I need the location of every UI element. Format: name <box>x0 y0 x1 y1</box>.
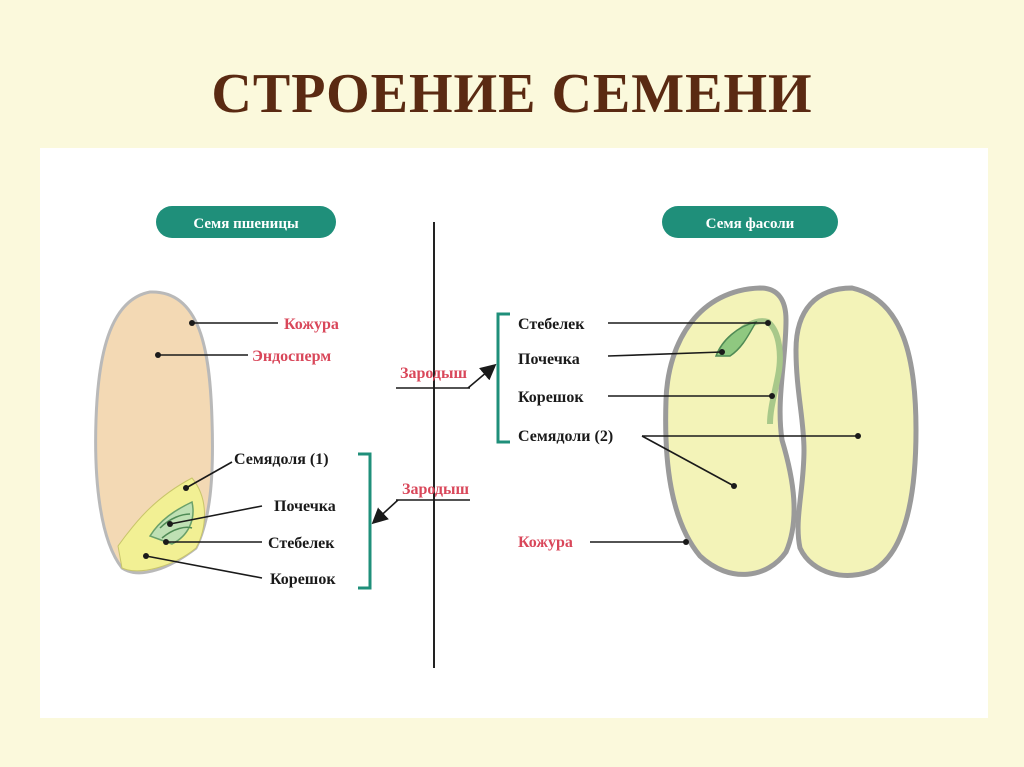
wheat-seed <box>94 290 214 575</box>
bean-label-koreshok: Корешок <box>518 389 584 406</box>
wheat-header: Семя пшеницы <box>193 216 299 232</box>
wheat-embryo-bracket <box>358 452 372 590</box>
wheat-leaders <box>143 320 278 579</box>
bean-label-stebelek: Стебелек <box>518 316 585 333</box>
bean-leaders <box>590 320 861 545</box>
wheat-label-endosperm: Эндосперм <box>252 348 331 365</box>
wheat-label-koreshok: Корешок <box>270 571 336 588</box>
wheat-label-pochechka: Почечка <box>274 498 336 515</box>
wheat-label-zarodysh: Зародыш <box>402 481 469 498</box>
wheat-header-pill: Семя пшеницы <box>156 206 336 238</box>
bean-seed <box>663 285 919 578</box>
bean-header: Семя фасоли <box>706 216 795 232</box>
bean-header-pill: Семя фасоли <box>662 206 838 238</box>
wheat-zarodysh-arrow <box>371 499 399 525</box>
bean-embryo-bracket <box>496 312 510 444</box>
bean-zarodysh-arrow <box>467 363 497 389</box>
wheat-label-stebelek: Стебелек <box>268 535 335 552</box>
bean-label-kozhura: Кожура <box>518 534 573 551</box>
wheat-label-semyadolya: Семядоля (1) <box>234 451 329 468</box>
bean-label-zarodysh: Зародыш <box>400 365 467 382</box>
page-title: СТРОЕНИЕ СЕМЕНИ <box>211 63 813 125</box>
bean-label-semyadoli: Семядоли (2) <box>518 428 613 445</box>
wheat-label-kozhura: Кожура <box>284 316 339 333</box>
bean-label-pochechka: Почечка <box>518 351 580 368</box>
